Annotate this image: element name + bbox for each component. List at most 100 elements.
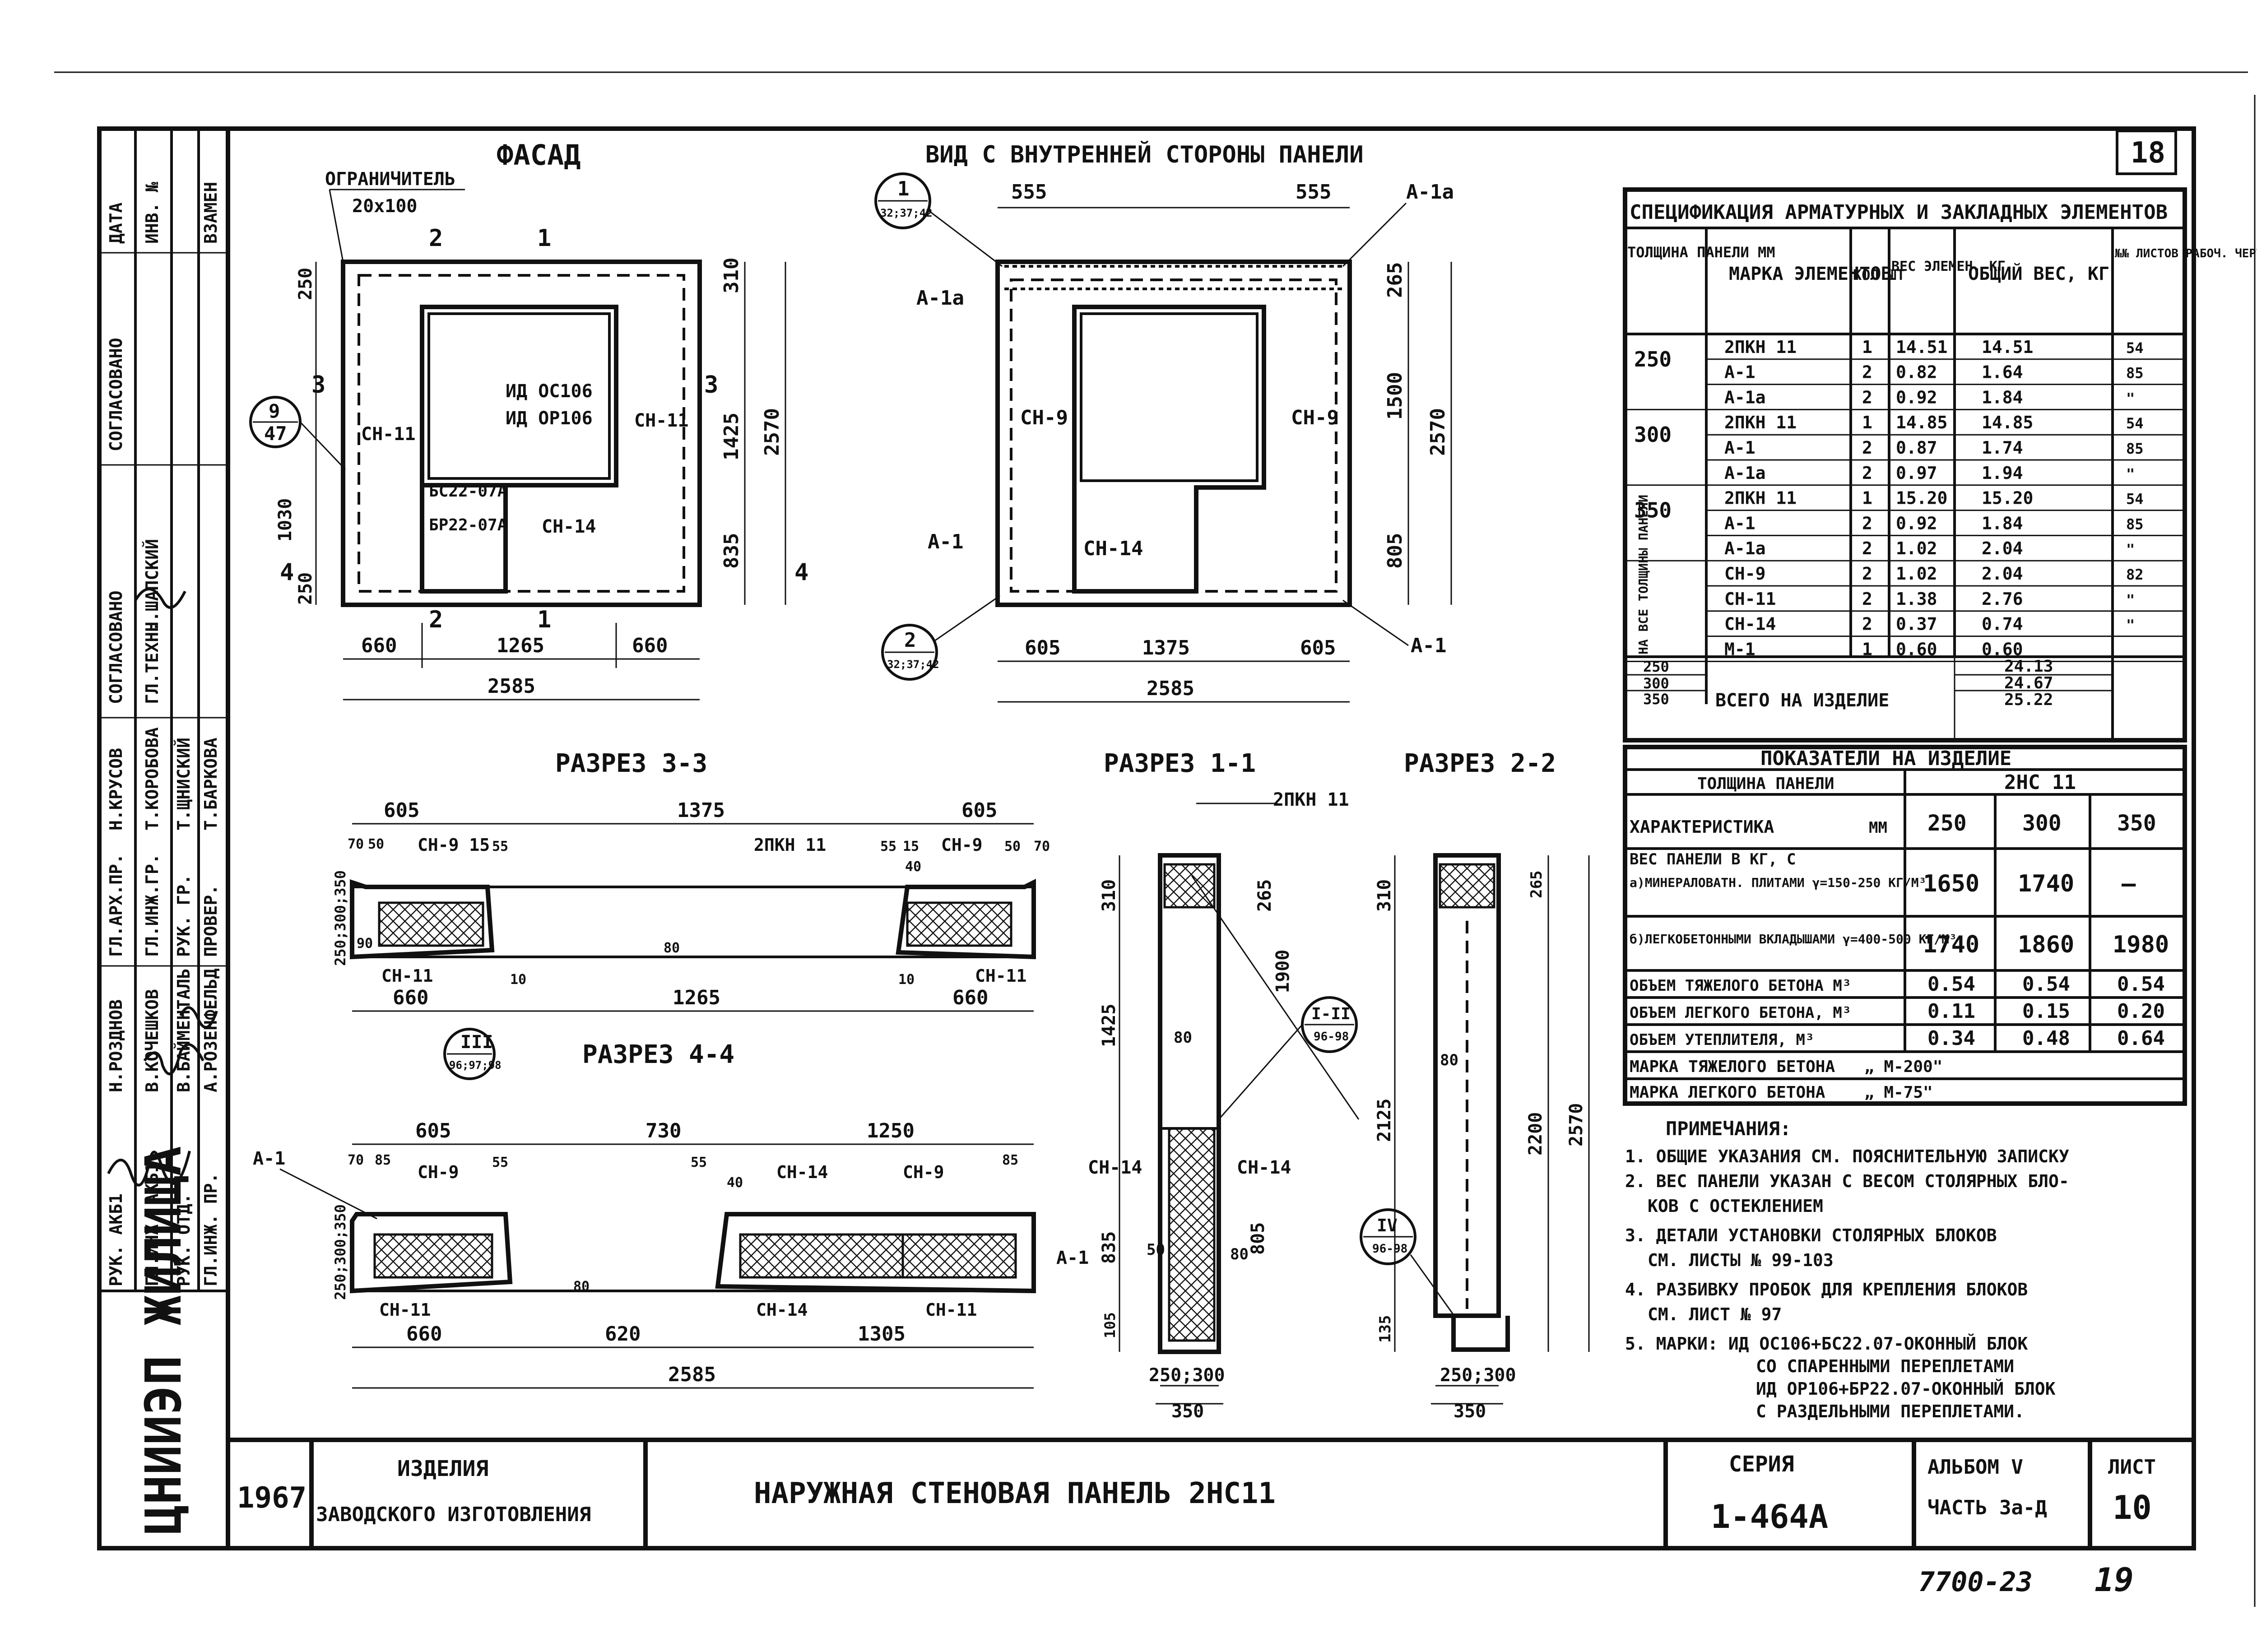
signature-2 bbox=[143, 1043, 204, 1076]
spec-cell: 1.64 bbox=[1982, 362, 2023, 382]
ind-row-b-2: 1860 bbox=[2018, 931, 2074, 958]
note-line-5: СМ. ЛИСТЫ № 99-103 bbox=[1648, 1250, 1834, 1270]
title-series-label: СЕРИЯ bbox=[1729, 1452, 1794, 1477]
inner-sn9-right: СН-9 bbox=[1291, 406, 1339, 429]
signature-1 bbox=[107, 1151, 191, 1187]
stamp-name-4: А.РОЗЕНФЕЛЬД bbox=[201, 968, 221, 1092]
section-44-dim-top-2: 730 bbox=[646, 1119, 681, 1142]
stamp-agreed-1: СОГЛАСОВАНО bbox=[106, 338, 126, 451]
stamp-role-2: ГЛ.ИНЖ. АКБ1 bbox=[142, 1162, 162, 1286]
section-44-insulation-left bbox=[373, 1233, 493, 1279]
inner-a1a-left: А-1а bbox=[916, 287, 964, 310]
section-44-title: РАЗРЕЗ 4-4 bbox=[582, 1040, 734, 1069]
title-album: АЛЬБОМ V bbox=[1927, 1456, 2023, 1479]
section-33-label-thickness: 250;300;350 bbox=[332, 870, 349, 966]
section-33-label-sn9-left: СН-9 15 bbox=[418, 835, 490, 855]
spec-cell: 15.20 bbox=[1896, 488, 1947, 508]
ind-row-light-3: 0.20 bbox=[2117, 1000, 2165, 1023]
spec-cell: " bbox=[2126, 465, 2135, 483]
inner-callout-2-num: 2 bbox=[904, 629, 916, 652]
section-22-dim-l-2: 2125 bbox=[1374, 1099, 1395, 1142]
ind-row-a-1: 1650 bbox=[1923, 870, 1979, 897]
spec-cell: " bbox=[2126, 541, 2135, 558]
spec-table: СПЕЦИФИКАЦИЯ АРМАТУРНЫХ И ЗАКЛАДНЫХ ЭЛЕМ… bbox=[1623, 187, 2257, 742]
facade-door-opening bbox=[420, 485, 508, 594]
sheet-number: 18 bbox=[2131, 136, 2165, 170]
stamp-name2-2: Т.КОРОБОВА bbox=[142, 727, 162, 831]
spec-cell: 2 bbox=[1862, 513, 1872, 533]
spec-cell: " bbox=[2126, 591, 2135, 608]
spec-cell: 1.02 bbox=[1896, 538, 1937, 558]
section-11-dim-b-2: 350 bbox=[1171, 1401, 1204, 1422]
spec-total-thk-1: 250 bbox=[1643, 658, 1669, 675]
spec-cell: 14.85 bbox=[1982, 413, 2033, 432]
notes-title: ПРИМЕЧАНИЯ: bbox=[1666, 1118, 1791, 1140]
stamp-role2-4: ПРОВЕР. bbox=[201, 885, 221, 957]
section-33-small-55: 55 bbox=[492, 839, 508, 854]
section-33-label-pkn: 2ПКН 11 bbox=[754, 835, 826, 855]
facade-cut-2-bottom: 2 bbox=[429, 606, 443, 633]
section-33-label-sn9-right: СН-9 bbox=[941, 835, 983, 855]
spec-cell: 0.74 bbox=[1982, 614, 2023, 634]
spec-cell: 54 bbox=[2126, 339, 2144, 357]
spec-cell: А-1а bbox=[1724, 538, 1766, 558]
spec-cell: 250 bbox=[1634, 347, 1672, 371]
notes: ПРИМЕЧАНИЯ: 1. ОБЩИЕ УКАЗАНИЯ СМ. ПОЯСНИ… bbox=[1625, 1118, 2069, 1421]
facade-cut-1-bottom: 1 bbox=[537, 606, 551, 633]
stamp-agreed-2: СОГЛАСОВАНО bbox=[106, 590, 126, 704]
section-11-dim-b-1: 250;300 bbox=[1149, 1365, 1225, 1386]
spec-cell: 1.74 bbox=[1982, 438, 2023, 458]
ind-weight-label: ВЕС ПАНЕЛИ В КГ, С bbox=[1630, 850, 1796, 868]
section-11-callout-num: I-II bbox=[1311, 1005, 1351, 1023]
inner-dim-top-2: 555 bbox=[1296, 181, 1331, 204]
signature-4 bbox=[134, 588, 186, 609]
spec-cell: 2 bbox=[1862, 362, 1872, 382]
section-33-dim-b-3: 660 bbox=[952, 986, 988, 1009]
stamp-chief-name: Н.ШАПСКИЙ bbox=[142, 539, 162, 632]
section-11-dim-80a: 80 bbox=[1174, 1029, 1192, 1047]
section-11-callout-sheets: 96-98 bbox=[1314, 1030, 1349, 1044]
section-44-insulation-mid bbox=[739, 1233, 904, 1279]
spec-cell: 2 bbox=[1862, 564, 1872, 584]
ind-title: ПОКАЗАТЕЛИ НА ИЗДЕЛИЕ bbox=[1760, 747, 2011, 770]
ind-row-heavy-3: 0.54 bbox=[2117, 973, 2165, 996]
section-11-dim-l-5: 835 bbox=[1099, 1231, 1119, 1264]
inner-dim-b-3: 605 bbox=[1300, 636, 1336, 659]
section-44-label-sn11-right: СН-11 bbox=[925, 1300, 977, 1320]
spec-cell: 2ПКН 11 bbox=[1724, 337, 1797, 357]
stamp-chief-tech: ГЛ.ТЕХН. bbox=[142, 622, 162, 704]
spec-cell: 0.92 bbox=[1896, 513, 1937, 533]
section-11-insulation-bottom bbox=[1168, 1127, 1216, 1342]
facade-sn11-right: СН-11 bbox=[634, 410, 688, 431]
title-series: 1-464А bbox=[1711, 1498, 1828, 1536]
facade-dim-r-3: 835 bbox=[720, 533, 743, 569]
facade-callout-sheet: 47 bbox=[264, 422, 287, 445]
indicators-table: ПОКАЗАТЕЛИ НА ИЗДЕЛИЕ ТОЛЩИНА ПАНЕЛИ 2НС… bbox=[1623, 745, 2187, 1106]
side-stamp: РУК. АКБ1 ГЛ.ИНЖ. АКБ1 РУК. ОТД. ГЛ.ИНЖ.… bbox=[99, 129, 228, 1535]
section-33-callout-sheets: 96;97;98 bbox=[449, 1059, 502, 1072]
section-33-small-55r: 55 bbox=[880, 839, 896, 854]
inner-dim-b-2: 1375 bbox=[1142, 636, 1190, 659]
spec-total-val-2: 24.67 bbox=[2004, 674, 2053, 692]
facade-dim-l-2: 1030 bbox=[275, 498, 296, 542]
signature-3 bbox=[179, 1006, 218, 1029]
ind-thk-3: 350 bbox=[2117, 811, 2156, 836]
title-items-1: ИЗДЕЛИЯ bbox=[397, 1456, 488, 1481]
spec-total-thk-3: 350 bbox=[1643, 691, 1669, 708]
spec-cell: 0.97 bbox=[1896, 463, 1937, 483]
inner-dim-b-1: 605 bbox=[1025, 636, 1060, 659]
spec-cell: НА ВСЕ ТОЛЩИНЫ ПАНЕЛИ bbox=[1636, 495, 1651, 654]
ind-light-grade: „ М-75" bbox=[1864, 1083, 1933, 1102]
title-items-2: ЗАВОДСКОГО ИЗГОТОВЛЕНИЯ bbox=[316, 1503, 591, 1526]
section-22-dim-80: 80 bbox=[1440, 1051, 1458, 1069]
section-33-mid-80: 80 bbox=[664, 940, 680, 956]
stamp-date: ДАТА bbox=[106, 202, 126, 244]
spec-cell: 14.51 bbox=[1896, 337, 1947, 357]
section-2-2: РАЗРЕЗ 2-2 310 2125 135 2200 2570 265 80… bbox=[1360, 749, 1590, 1422]
stamp-name-2: В.КОЧЕШКОВ bbox=[142, 989, 162, 1092]
stamp-organization: ЦНИИЭП ЖИЛИЩА bbox=[135, 1146, 192, 1535]
inner-a1-right: А-1 bbox=[1411, 634, 1446, 657]
note-line-2: 2. ВЕС ПАНЕЛИ УКАЗАН С ВЕСОМ СТОЛЯРНЫХ Б… bbox=[1625, 1171, 2069, 1191]
ind-char-label: ХАРАКТЕРИСТИКА bbox=[1630, 817, 1774, 837]
inner-openings bbox=[1072, 305, 1266, 594]
